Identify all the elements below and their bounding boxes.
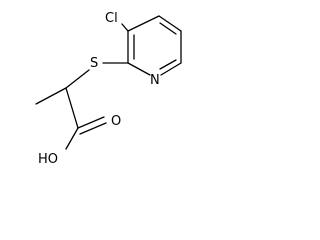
atom-hydroxyl: HO [38,152,58,167]
bond-carbonyl-o-2 [79,122,107,135]
molecule-diagram: Cl S N O HO [35,11,182,167]
bond-c6-n [160,62,182,76]
bond-n-c2 [127,62,151,76]
atom-nitrogen: N [150,73,160,88]
bond-c4-c5-inner [159,22,177,35]
atom-sulfur: S [90,56,98,71]
atom-oxygen-carbonyl: O [111,114,121,129]
bond-carbonyl-oh [65,127,79,150]
bond-ch-methyl [35,87,67,105]
bond-ch-carbonyl [65,87,79,129]
bond-c3-cl [121,23,129,32]
bond-carbonyl-o-1 [77,116,105,129]
bond-c3-c4 [127,15,160,32]
atom-chlorine: Cl [105,11,118,26]
bond-c4-c5 [158,15,182,32]
bond-c6-n-inner [159,59,177,70]
bond-s-ch [65,69,90,89]
